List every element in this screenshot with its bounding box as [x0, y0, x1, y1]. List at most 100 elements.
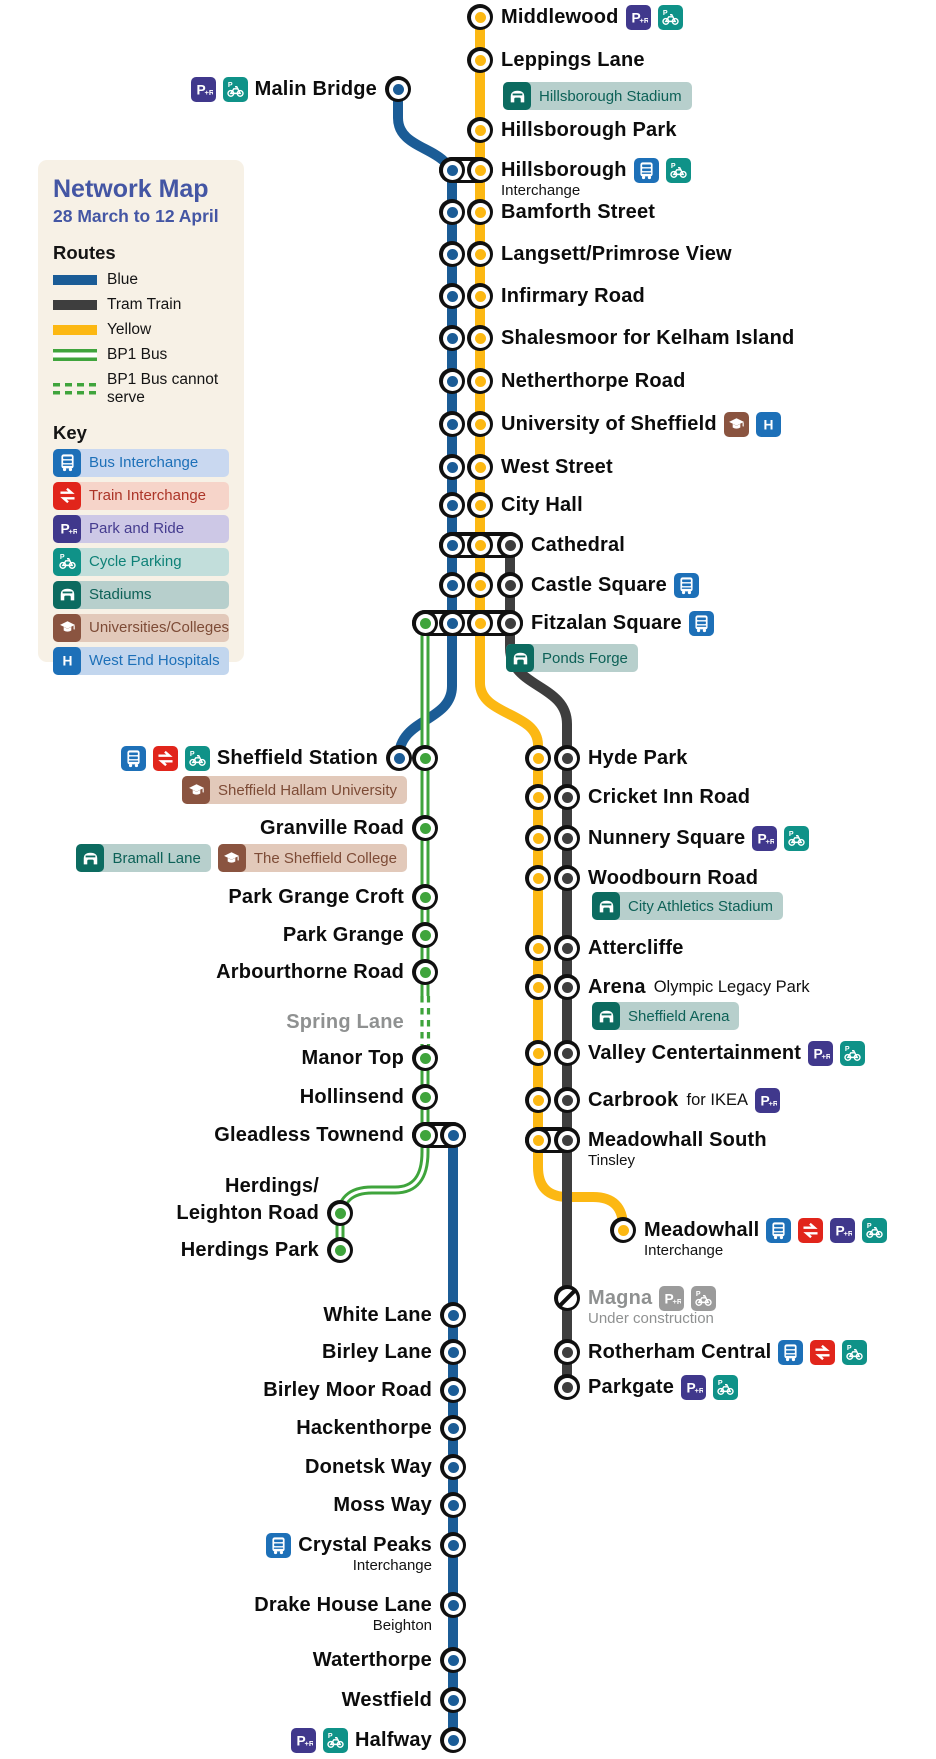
- station-name: Infirmary Road: [501, 284, 645, 307]
- station-name: Moss Way: [333, 1493, 432, 1516]
- station-label-gleadless-townend: Gleadless Townend: [214, 1121, 404, 1149]
- station-name: City Hall: [501, 493, 583, 516]
- bus-icon: [120, 745, 146, 771]
- station-label-castle-square: Castle Square: [531, 571, 699, 599]
- train-icon: [53, 481, 81, 510]
- station-marker-shalesmoor: [467, 325, 493, 351]
- cycle-icon: P: [53, 547, 81, 576]
- station-name: Spring Lane: [286, 1010, 404, 1033]
- station-label-city-hall: City Hall: [501, 491, 583, 519]
- station-label-cricket-inn-road: Cricket Inn Road: [588, 783, 750, 811]
- station-label-bamforth-street: Bamforth Street: [501, 198, 655, 226]
- route-legend-bp1-bus-cannot-serve: BP1 Bus cannot serve: [53, 371, 229, 407]
- station-name: Carbrook: [588, 1088, 679, 1111]
- station-marker-valley-centertainment: [525, 1040, 551, 1066]
- station-marker-castle-square: [439, 572, 465, 598]
- route-legend-bp1-bus: BP1 Bus: [53, 346, 229, 364]
- station-marker-rotherham-central: [554, 1339, 580, 1365]
- cycle-icon: P: [657, 4, 683, 30]
- svg-text:+R: +R: [639, 15, 648, 24]
- station-marker-bamforth-street: [467, 199, 493, 225]
- station-marker-university-of-sheffield: [467, 411, 493, 437]
- station-subtitle-hillsborough: Interchange: [501, 182, 581, 199]
- station-name: Granville Road: [260, 816, 404, 839]
- cycle-icon: P: [862, 1217, 888, 1243]
- station-marker-birley-moor-road: [440, 1377, 466, 1403]
- svg-text:P: P: [836, 1223, 845, 1238]
- key-row-bus: Bus Interchange: [53, 448, 229, 477]
- university-badge: Sheffield Hallam University: [182, 776, 407, 804]
- station-marker-woodbourn-road: [525, 865, 551, 891]
- badge-label: Hillsborough Stadium: [539, 87, 682, 105]
- station-name: Woodbourn Road: [588, 866, 759, 889]
- station-marker-donetsk-way: [440, 1454, 466, 1480]
- cycle-icon: P: [222, 76, 248, 102]
- route-swatch-yellow: [53, 324, 97, 335]
- station-label-arbourthorne-road: Arbourthorne Road: [216, 958, 404, 986]
- svg-text:P: P: [59, 553, 64, 561]
- park-ride-icon: P+R: [53, 514, 81, 543]
- station-marker-herdings-park: [327, 1237, 353, 1263]
- station-marker-park-grange: [412, 922, 438, 948]
- station-label-drake-house-lane: Drake House Lane: [254, 1591, 432, 1619]
- station-marker-hyde-park: [525, 745, 551, 771]
- station-marker-castle-square: [497, 572, 523, 598]
- svg-text:+R: +R: [68, 527, 77, 536]
- station-label-leppings-lane: Leppings Lane: [501, 46, 645, 74]
- station-name: Herdings/Leighton Road: [176, 1174, 319, 1224]
- park-ride-icon: P+R: [190, 76, 216, 102]
- station-marker-fitzalan-square: [439, 610, 465, 636]
- park-ride-icon: P+R: [291, 1727, 316, 1753]
- station-name: Birley Moor Road: [263, 1378, 432, 1401]
- bus-icon: [53, 448, 81, 477]
- badge-label: Bus Interchange: [89, 454, 199, 471]
- station-label-langsett-primrose-view: Langsett/Primrose View: [501, 240, 732, 268]
- station-marker-langsett-primrose-view: [439, 241, 465, 267]
- route-swatch-blue: [53, 274, 97, 285]
- stadium-badge: City Athletics Stadium: [592, 892, 784, 920]
- station-name: Donetsk Way: [304, 1455, 432, 1478]
- station-name: Hollinsend: [299, 1085, 404, 1108]
- station-marker-parkgate: [554, 1374, 580, 1400]
- key-heading: Key: [53, 421, 87, 443]
- park-ride-badge: P+RPark and Ride: [53, 514, 229, 543]
- station-marker-city-hall: [467, 492, 493, 518]
- route-legend-label: Yellow: [107, 320, 152, 338]
- svg-text:H: H: [62, 653, 72, 668]
- route-legend-blue: Blue: [53, 271, 229, 289]
- station-label-herdings-leighton-road: Herdings/Leighton Road: [176, 1172, 319, 1227]
- park-ride-icon: P+R: [681, 1374, 707, 1400]
- station-name: Middlewood: [501, 5, 619, 28]
- station-marker-cathedral: [439, 532, 465, 558]
- svg-text:P: P: [196, 82, 205, 97]
- stadium-icon: [503, 82, 531, 110]
- badge-label: Sheffield Hallam University: [218, 781, 397, 799]
- station-subtitle-crystal-peaks: Interchange: [352, 1557, 432, 1574]
- station-name: Westfield: [341, 1688, 432, 1711]
- station-label-netherthorpe-road: Netherthorpe Road: [501, 367, 686, 395]
- station-label-hyde-park: Hyde Park: [588, 744, 688, 772]
- station-name: West Street: [501, 455, 613, 478]
- station-marker-fitzalan-square: [412, 610, 438, 636]
- station-name: Hillsborough: [501, 158, 627, 181]
- svg-text:P: P: [789, 829, 794, 837]
- station-name: Parkgate: [588, 1375, 675, 1398]
- station-name: Bamforth Street: [501, 200, 656, 223]
- station-marker-netherthorpe-road: [467, 368, 493, 394]
- station-label-west-street: West Street: [501, 453, 613, 481]
- cycle-icon: P: [713, 1374, 739, 1400]
- route-swatch-bp1-bus: [53, 348, 97, 361]
- station-name: Park Grange Croft: [228, 885, 404, 908]
- station-name: Park Grange: [282, 923, 404, 946]
- station-marker-hillsborough-park: [467, 117, 493, 143]
- svg-text:P: P: [687, 1380, 696, 1395]
- station-marker-west-street: [439, 454, 465, 480]
- station-marker-cricket-inn-road: [525, 784, 551, 810]
